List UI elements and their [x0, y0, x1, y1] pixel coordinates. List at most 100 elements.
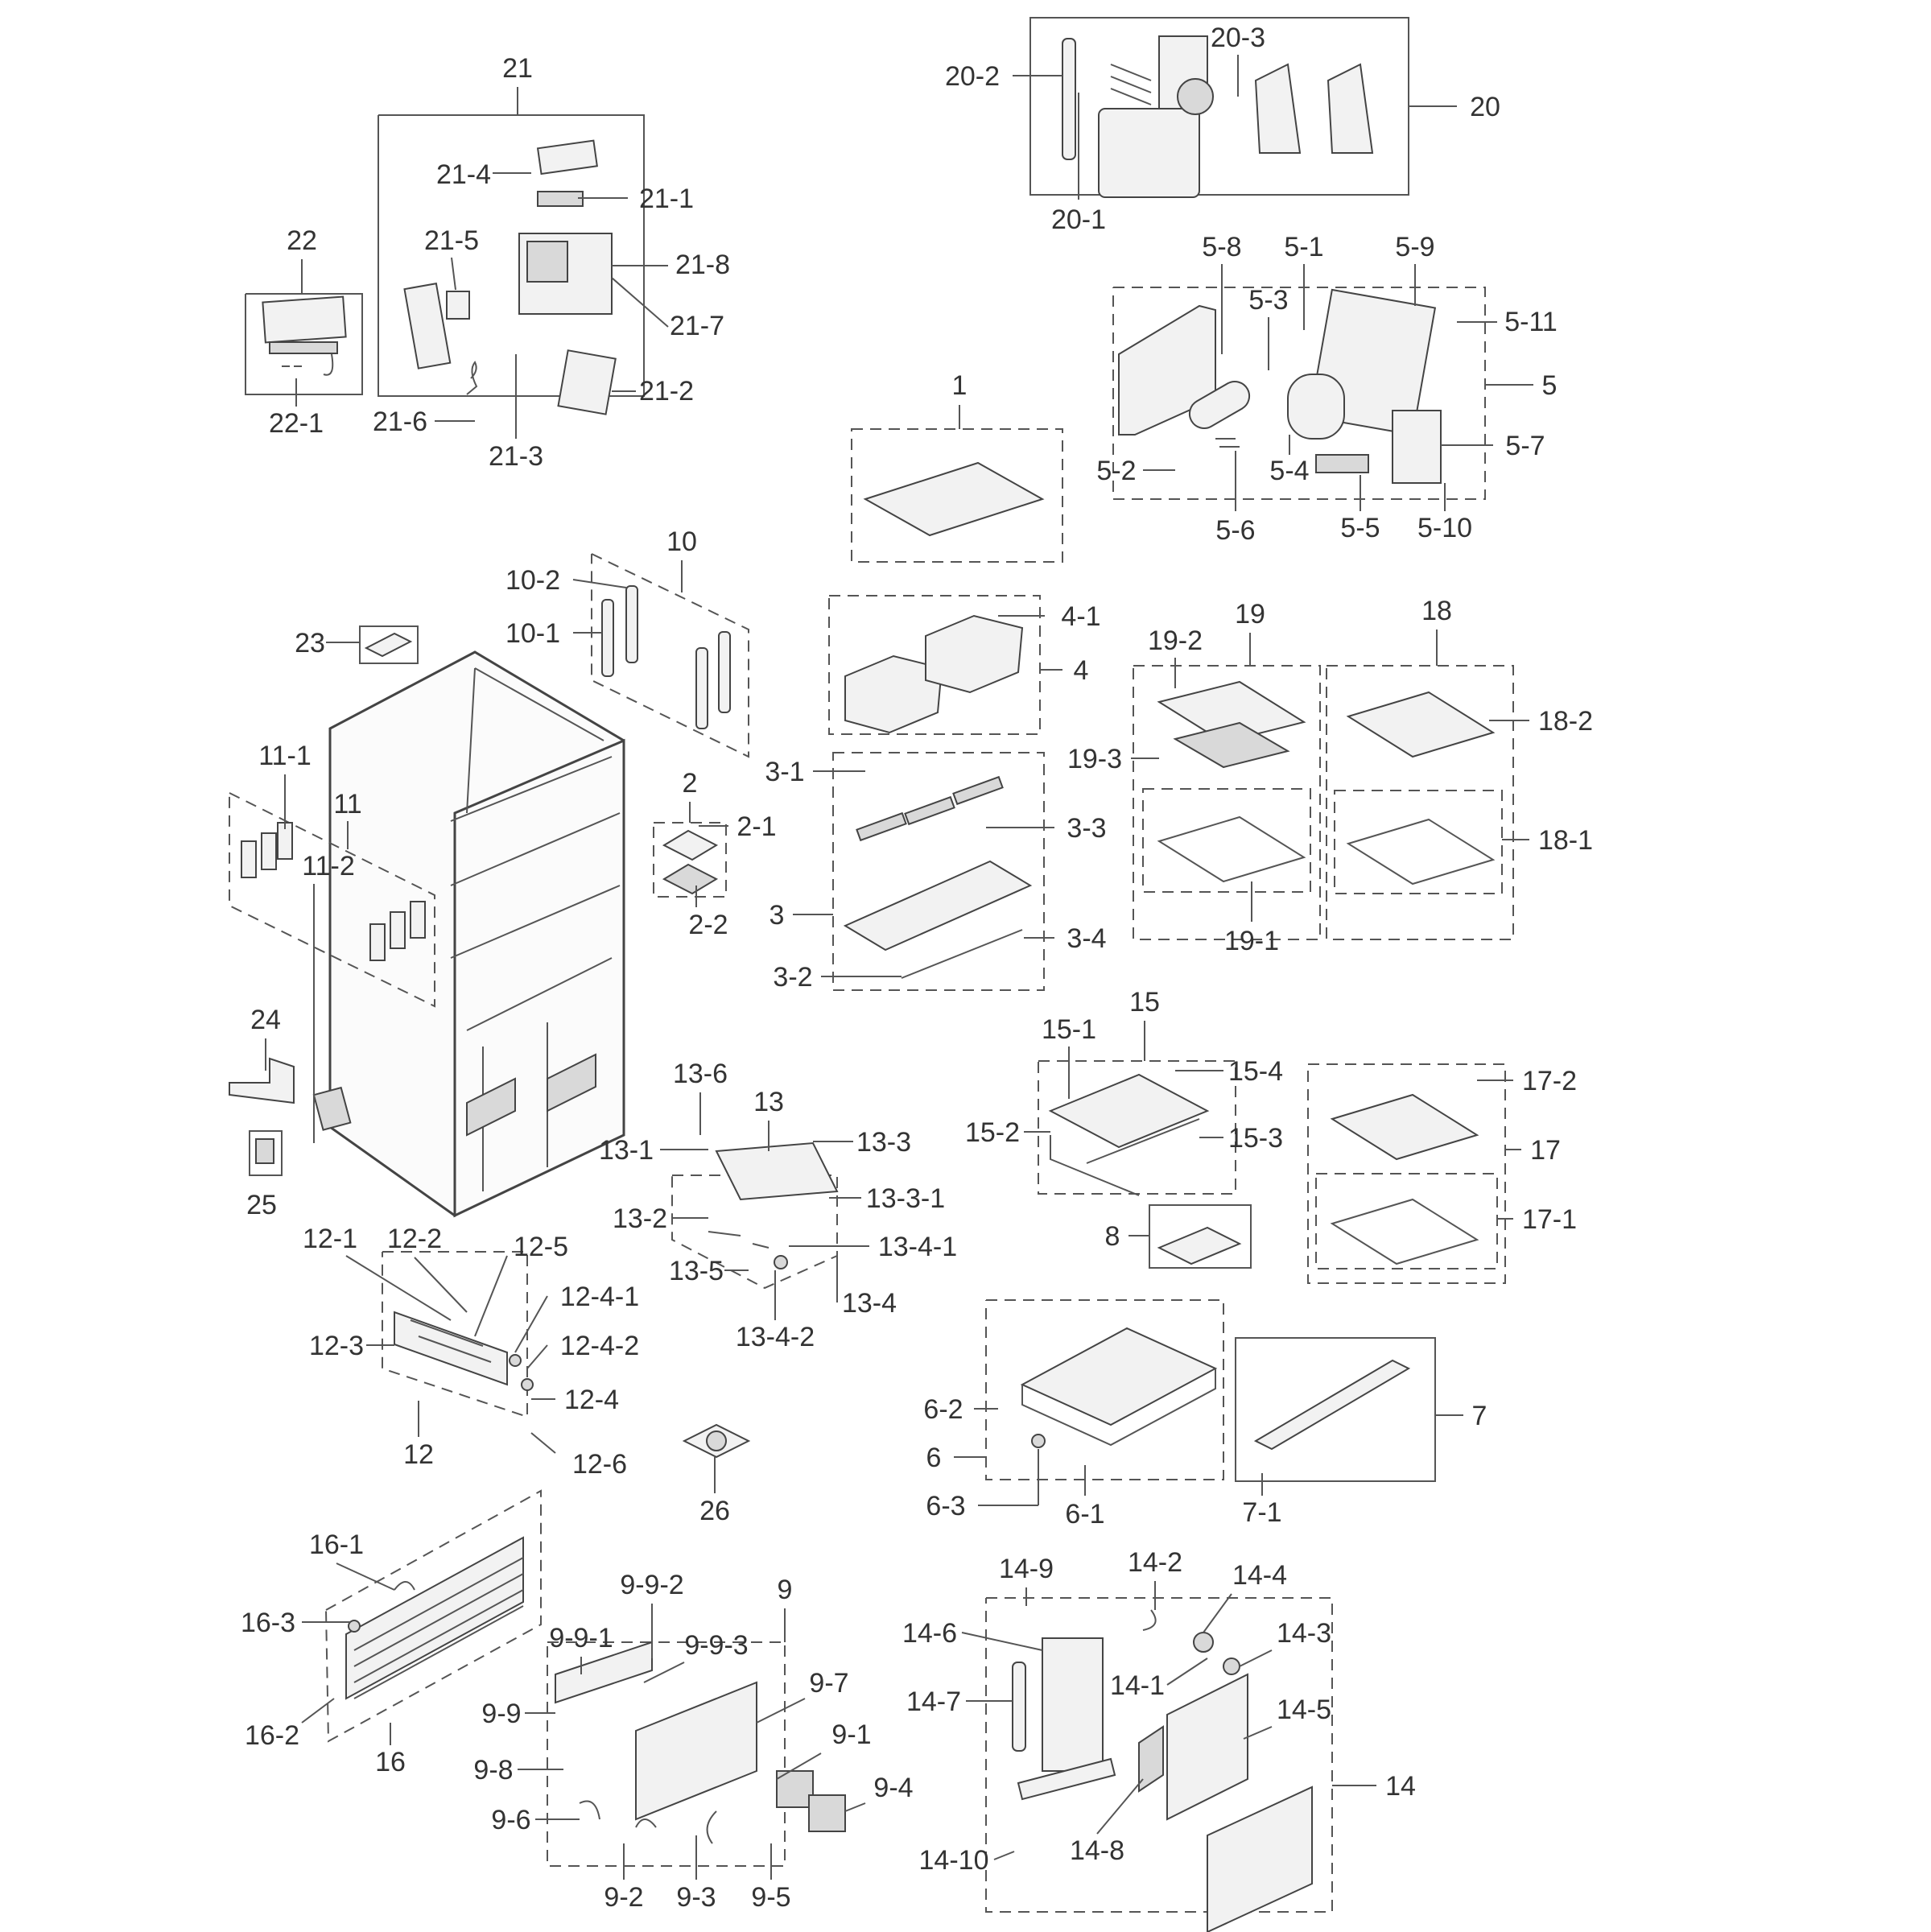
label-21-1: 21-1: [639, 184, 694, 214]
label-13-4: 13-4: [842, 1288, 897, 1319]
label-18-1: 18-1: [1538, 825, 1593, 856]
label-21-8: 21-8: [675, 250, 730, 280]
label-3-3: 3-3: [1067, 813, 1106, 844]
label-11-1: 11-1: [258, 741, 312, 771]
label-3: 3: [770, 900, 785, 931]
label-21-5: 21-5: [424, 225, 479, 256]
label-15-1: 15-1: [1042, 1014, 1096, 1045]
label-9-1: 9-1: [831, 1719, 871, 1750]
label-13-6: 13-6: [673, 1059, 728, 1089]
label-12-6: 12-6: [572, 1449, 627, 1480]
label-22: 22: [287, 225, 317, 256]
label-6-2: 6-2: [923, 1394, 963, 1425]
label-5-10: 5-10: [1417, 513, 1472, 543]
label-17-2: 17-2: [1522, 1066, 1577, 1096]
group-24-25-parts: [229, 1057, 295, 1176]
label-5-1: 5-1: [1284, 232, 1323, 262]
group-21-ice-maker: [378, 114, 645, 415]
label-25: 25: [246, 1190, 277, 1220]
group-22-ice-route: [245, 293, 363, 395]
group-2-damper: [653, 822, 727, 898]
label-3-1: 3-1: [765, 757, 804, 787]
label-9-3: 9-3: [676, 1882, 716, 1913]
label-6-1: 6-1: [1065, 1499, 1104, 1530]
group-17-shelf: [1307, 1063, 1506, 1284]
label-20: 20: [1470, 92, 1500, 122]
label-9-6: 9-6: [491, 1805, 530, 1835]
label-24: 24: [250, 1005, 281, 1035]
label-19-3: 19-3: [1067, 744, 1122, 774]
group-8-tray: [1149, 1204, 1252, 1269]
group-20-ice-bucket: [1029, 17, 1409, 198]
label-23: 23: [295, 628, 325, 658]
label-13-4-1: 13-4-1: [878, 1232, 957, 1262]
label-11-2: 11-2: [302, 851, 355, 881]
group-12-control-panel: [382, 1251, 534, 1418]
label-12: 12: [403, 1439, 434, 1470]
label-12-3: 12-3: [309, 1331, 364, 1361]
label-3-4: 3-4: [1067, 923, 1106, 954]
label-21-3: 21-3: [489, 441, 543, 472]
label-14-10: 14-10: [919, 1845, 989, 1876]
label-7: 7: [1472, 1401, 1487, 1431]
group-1-shelf: [851, 428, 1063, 563]
label-15-2: 15-2: [965, 1117, 1020, 1148]
label-10-2: 10-2: [505, 565, 560, 596]
label-12-4: 12-4: [564, 1385, 619, 1415]
label-4-1: 4-1: [1061, 601, 1100, 632]
label-21-6: 21-6: [373, 407, 427, 437]
label-9-9-3: 9-9-3: [684, 1630, 748, 1661]
label-15: 15: [1129, 987, 1160, 1018]
group-11-cabinet-brackets: [229, 792, 435, 1008]
label-9-5: 9-5: [751, 1882, 790, 1913]
label-6: 6: [926, 1443, 942, 1473]
label-13-3-1: 13-3-1: [866, 1183, 945, 1214]
label-21-7: 21-7: [670, 311, 724, 341]
label-20-2: 20-2: [945, 61, 1000, 92]
label-9-9-2: 9-9-2: [620, 1570, 683, 1600]
label-2-1: 2-1: [737, 811, 776, 842]
label-12-4-1: 12-4-1: [560, 1282, 639, 1312]
label-11: 11: [333, 789, 361, 819]
label-14-2: 14-2: [1128, 1547, 1182, 1578]
group-23-part: [359, 625, 419, 664]
label-5-3: 5-3: [1248, 285, 1288, 316]
label-14-6: 14-6: [902, 1618, 957, 1649]
label-22-1: 22-1: [269, 408, 324, 439]
label-15-4: 15-4: [1228, 1056, 1283, 1087]
group-5-freezer-evaporator-cover: [1112, 287, 1486, 500]
group-13-dispenser-panel: [671, 1141, 839, 1290]
label-14-1: 14-1: [1110, 1670, 1165, 1701]
label-19: 19: [1235, 599, 1265, 630]
label-2-2: 2-2: [688, 910, 728, 940]
label-9-2: 9-2: [604, 1882, 643, 1913]
label-5-11: 5-11: [1504, 307, 1558, 337]
label-16-1: 16-1: [309, 1530, 364, 1560]
label-5-4: 5-4: [1269, 456, 1309, 486]
group-9-fan-assembly: [547, 1641, 846, 1867]
label-17-1: 17-1: [1522, 1204, 1577, 1235]
label-16-3: 16-3: [241, 1608, 295, 1638]
label-21-4: 21-4: [436, 159, 491, 190]
label-10: 10: [666, 526, 697, 557]
group-3-shelf-assembly: [832, 752, 1045, 991]
label-6-3: 6-3: [926, 1491, 965, 1521]
label-9-9-1: 9-9-1: [549, 1623, 613, 1653]
label-14-4: 14-4: [1232, 1560, 1287, 1591]
label-19-2: 19-2: [1148, 625, 1203, 656]
label-20-1: 20-1: [1051, 204, 1106, 235]
group-26-fan: [682, 1423, 751, 1459]
label-9-7: 9-7: [809, 1668, 848, 1699]
group-19-shelf: [1133, 665, 1321, 940]
label-9-9: 9-9: [481, 1699, 521, 1729]
label-4: 4: [1074, 655, 1089, 686]
group-10-side-strips: [591, 553, 749, 758]
label-21-2: 21-2: [639, 376, 694, 407]
group-18-shelf: [1326, 665, 1514, 940]
label-12-1: 12-1: [303, 1224, 357, 1254]
label-18: 18: [1421, 596, 1452, 626]
label-20-3: 20-3: [1211, 23, 1265, 53]
label-19-1: 19-1: [1224, 926, 1279, 956]
label-9-8: 9-8: [473, 1755, 513, 1785]
